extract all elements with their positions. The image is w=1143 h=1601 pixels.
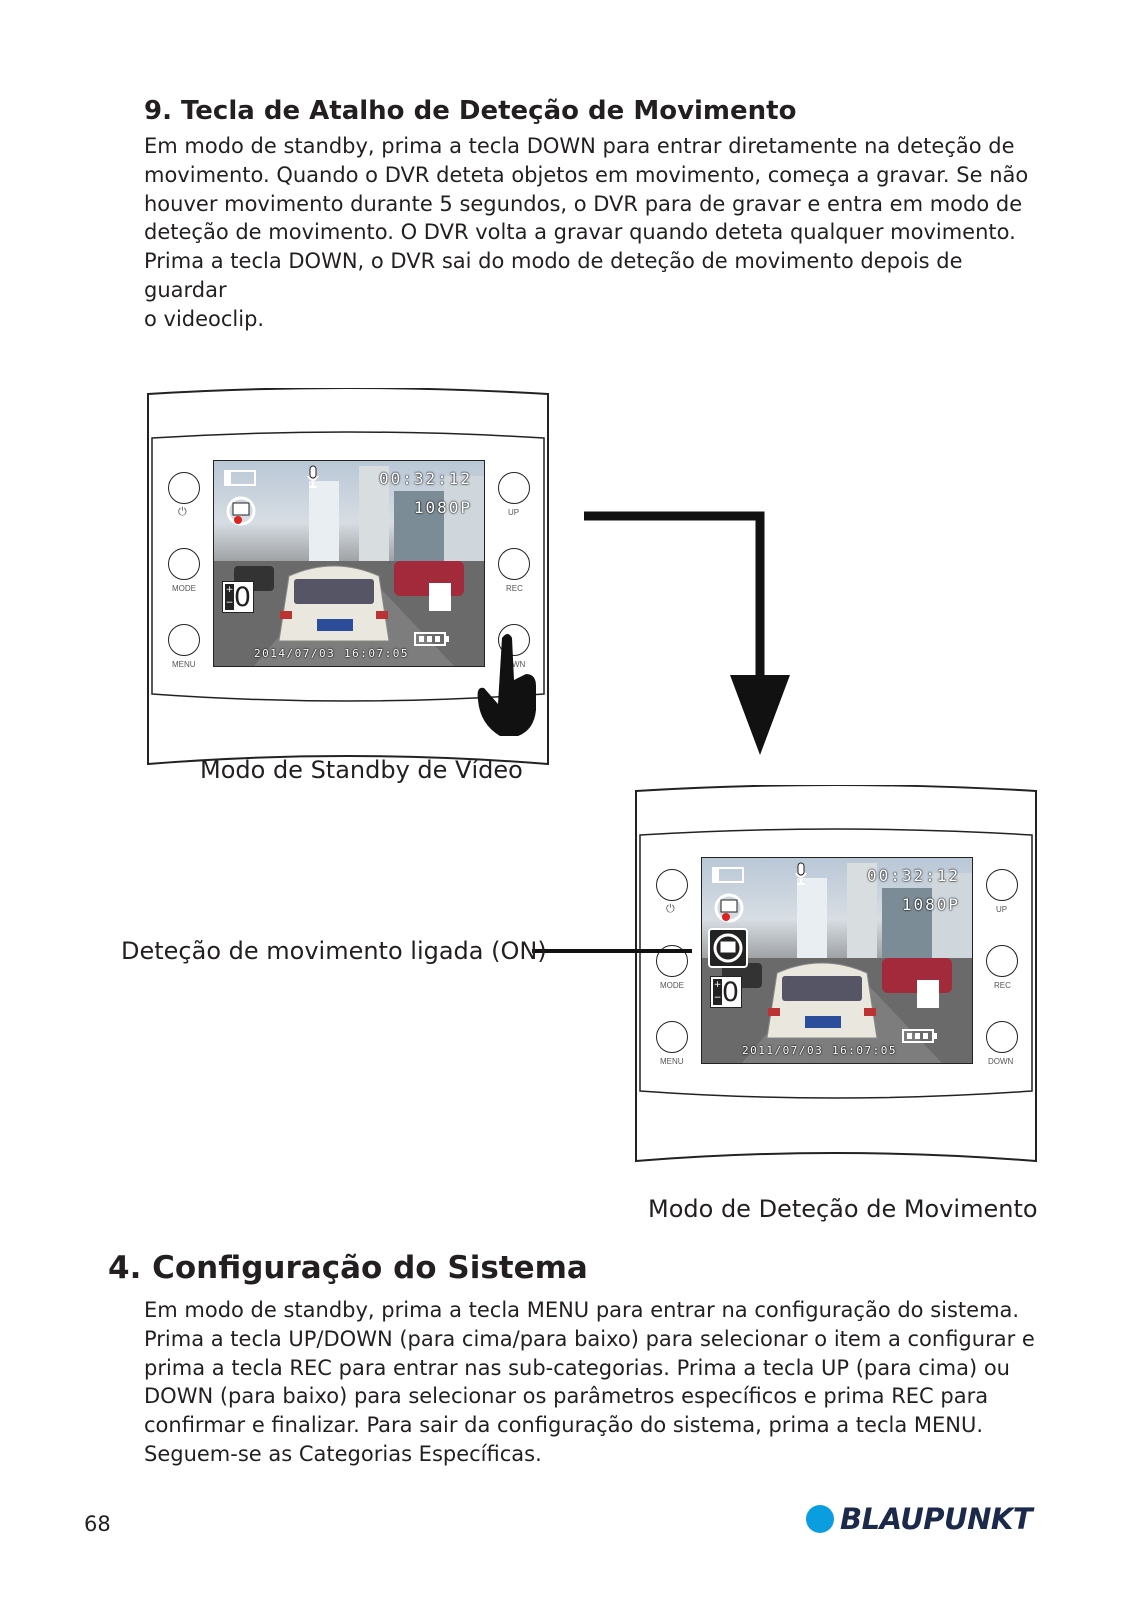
motion-detection-mode-caption: Modo de Deteção de Movimento	[648, 1195, 1038, 1223]
rec-button[interactable]	[986, 945, 1018, 977]
exposure-indicator: +−0	[222, 581, 254, 613]
date-stamp: 2014/07/03	[254, 647, 336, 660]
road-scene-image	[702, 863, 972, 1063]
recording-timer: 00:32:12	[378, 469, 472, 488]
section-4-body: Em modo de standby, prima a tecla MENU p…	[144, 1298, 1035, 1466]
up-button[interactable]	[986, 869, 1018, 901]
up-button[interactable]	[498, 472, 530, 504]
recording-timer: 00:32:12	[866, 866, 960, 885]
road-scene-image	[214, 466, 484, 666]
menu-label: MENU	[660, 1057, 684, 1066]
brand-dot-icon	[806, 1505, 834, 1533]
down-button[interactable]	[986, 1021, 1018, 1053]
video-mode-icon	[224, 470, 256, 486]
brand-wordmark: BLAUPUNKT	[840, 1502, 1033, 1536]
mode-label: MODE	[660, 981, 684, 990]
power-icon: ⏻	[178, 506, 187, 518]
menu-button[interactable]	[168, 624, 200, 656]
menu-label: MENU	[172, 660, 196, 669]
section-9-body: Em modo de standby, prima a tecla DOWN p…	[144, 134, 1029, 331]
callout-line	[532, 949, 692, 953]
motion-detection-icon	[708, 928, 748, 968]
date-stamp: 2011/07/03	[742, 1044, 824, 1057]
time-stamp: 16:07:05	[344, 647, 409, 660]
battery-icon	[414, 632, 449, 646]
microphone-icon	[795, 862, 807, 885]
transition-arrow	[584, 511, 790, 755]
mode-label: MODE	[172, 584, 196, 593]
video-mode-icon	[712, 867, 744, 883]
power-button[interactable]	[656, 869, 688, 901]
resolution-indicator: 1080P	[901, 895, 960, 914]
up-label: UP	[508, 508, 520, 517]
camera-screen-motion: 00:32:12 1080P 2011/07/03 16:07:05 +−0	[701, 857, 973, 1064]
dvr-device-motion-detection: ⏻ MODE MENU UP REC DOWN 00:32:12 1080P 2…	[634, 785, 1038, 1165]
motion-detection-on-caption: Deteção de movimento ligada (ON)	[121, 937, 547, 965]
dvr-device-standby: ⏻ MODE MENU UP REC DOWN 00:32:12 1080P 2…	[146, 388, 550, 768]
up-label: UP	[996, 905, 1008, 914]
plus-minus-icon: +−	[713, 979, 722, 1005]
brand-logo: BLAUPUNKT	[806, 1502, 1033, 1536]
rec-label: REC	[994, 981, 1011, 990]
standby-mode-caption: Modo de Standby de Vídeo	[200, 756, 523, 784]
section-4-title: 4. Configuração do Sistema	[108, 1250, 588, 1286]
battery-icon	[902, 1029, 937, 1043]
plus-minus-icon: +−	[225, 584, 234, 610]
rec-button[interactable]	[498, 548, 530, 580]
rec-label: REC	[506, 584, 523, 593]
page-number: 68	[84, 1512, 111, 1536]
exposure-indicator: +−0	[710, 976, 742, 1008]
microphone-icon	[307, 465, 319, 488]
menu-button[interactable]	[656, 1021, 688, 1053]
loop-recording-icon	[226, 496, 256, 526]
finger-pointer-icon	[477, 634, 536, 736]
power-button[interactable]	[168, 472, 200, 504]
section-9-title: 9. Tecla de Atalho de Deteção de Movimen…	[144, 96, 797, 126]
down-label: DOWN	[988, 1057, 1014, 1066]
loop-recording-icon	[714, 893, 744, 923]
mode-button[interactable]	[168, 548, 200, 580]
camera-screen-standby: 00:32:12 1080P 2014/07/03 16:07:05 +−0	[213, 460, 485, 667]
resolution-indicator: 1080P	[413, 498, 472, 517]
time-stamp: 16:07:05	[832, 1044, 897, 1057]
power-icon: ⏻	[666, 903, 675, 915]
